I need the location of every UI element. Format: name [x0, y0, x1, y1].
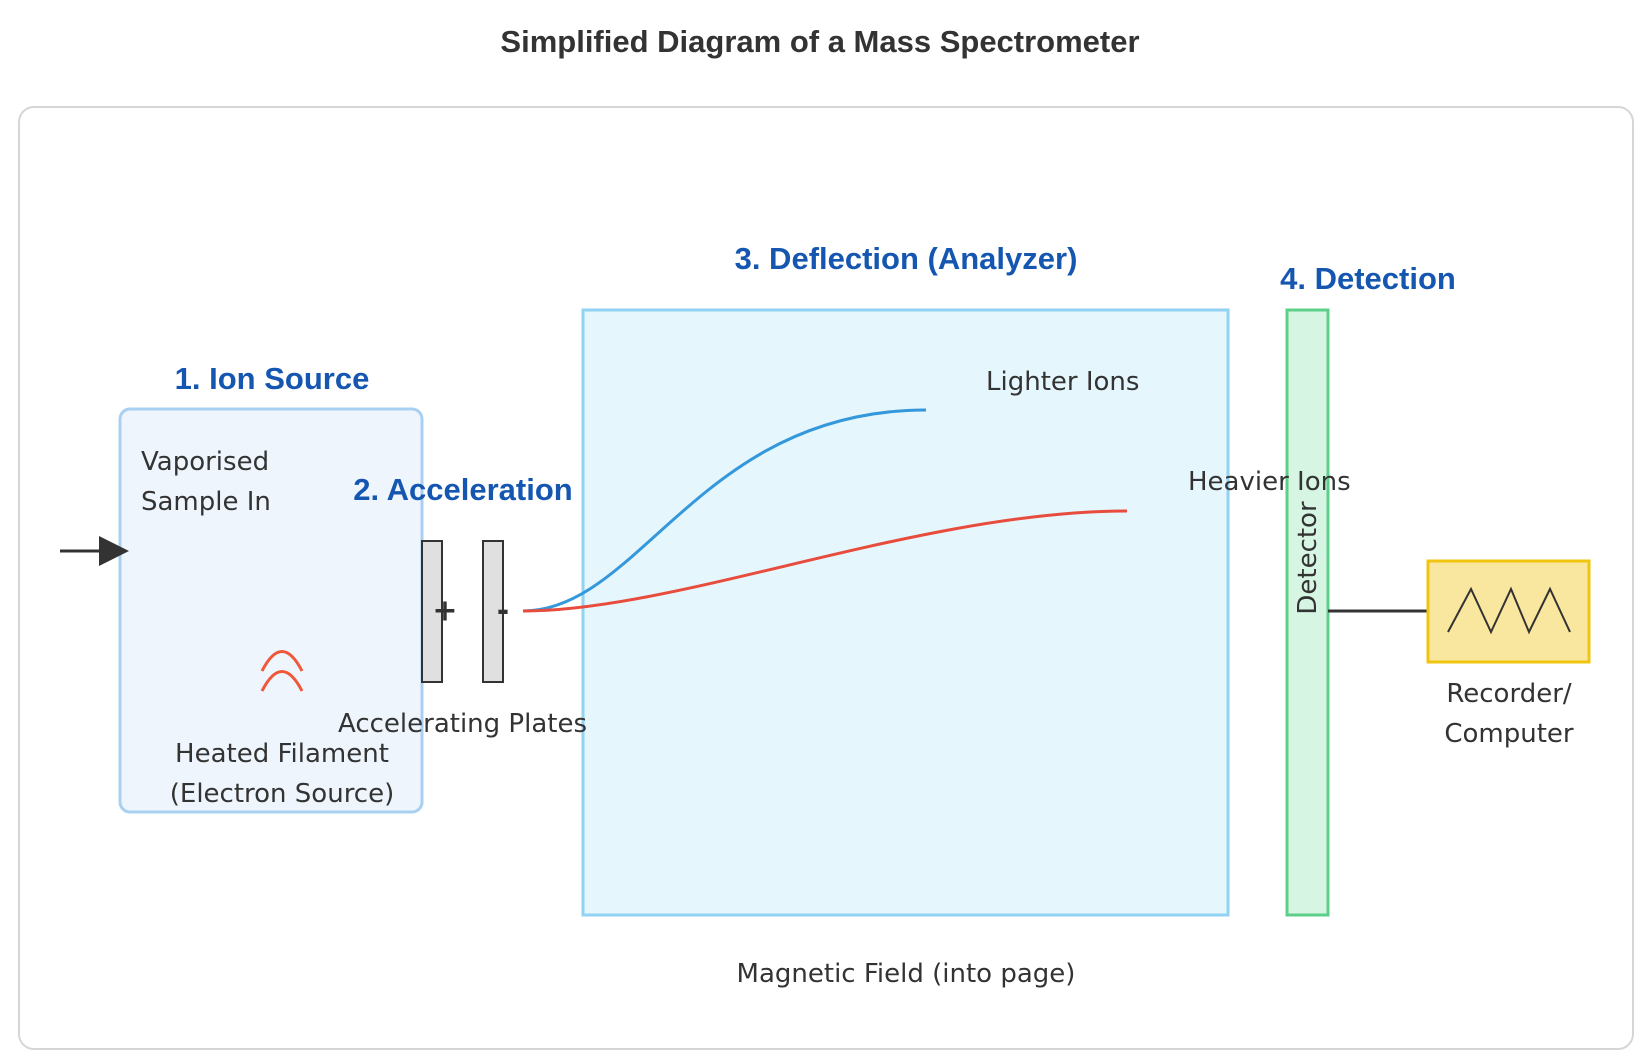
filament-label-line2: (Electron Source)	[170, 779, 395, 809]
accelerating-plates-label: Accelerating Plates	[338, 709, 587, 739]
filament-icon	[260, 650, 304, 692]
heavier-ions-label: Heavier Ions	[1188, 467, 1351, 497]
lighter-ions-label: Lighter Ions	[986, 367, 1139, 397]
heavier-ion-path	[522, 509, 1128, 613]
spectrum-trace-icon	[1447, 586, 1571, 635]
page-title: Simplified Diagram of a Mass Spectromete…	[500, 24, 1140, 59]
recorder-label-line2: Computer	[1444, 719, 1574, 749]
recorder-box	[1426, 559, 1591, 664]
filament-label-line1: Heated Filament	[175, 739, 389, 769]
magnetic-field-label: Magnetic Field (into page)	[737, 959, 1076, 989]
mass-spectrometer-diagram: 1. Ion Source 2. Acceleration 3. Deflect…	[60, 241, 1591, 989]
sample-in-label-line2: Sample In	[141, 487, 271, 517]
detector-label: Detector	[1293, 501, 1323, 615]
stage-label-acceleration: 2. Acceleration	[353, 472, 572, 507]
negative-plate	[482, 540, 504, 683]
recorder-label-line1: Recorder/	[1446, 679, 1572, 709]
lighter-ion-path	[522, 408, 927, 613]
stage-label-deflection: 3. Deflection (Analyzer)	[735, 241, 1078, 276]
negative-plate-sign: -	[497, 594, 509, 629]
stage-label-detection: 4. Detection	[1280, 261, 1456, 296]
analyzer-chamber	[581, 308, 1230, 917]
sample-in-label-line1: Vaporised	[141, 447, 269, 477]
positive-plate-sign: +	[432, 594, 457, 629]
positive-plate	[421, 540, 443, 683]
stage-label-ion-source: 1. Ion Source	[175, 361, 370, 396]
